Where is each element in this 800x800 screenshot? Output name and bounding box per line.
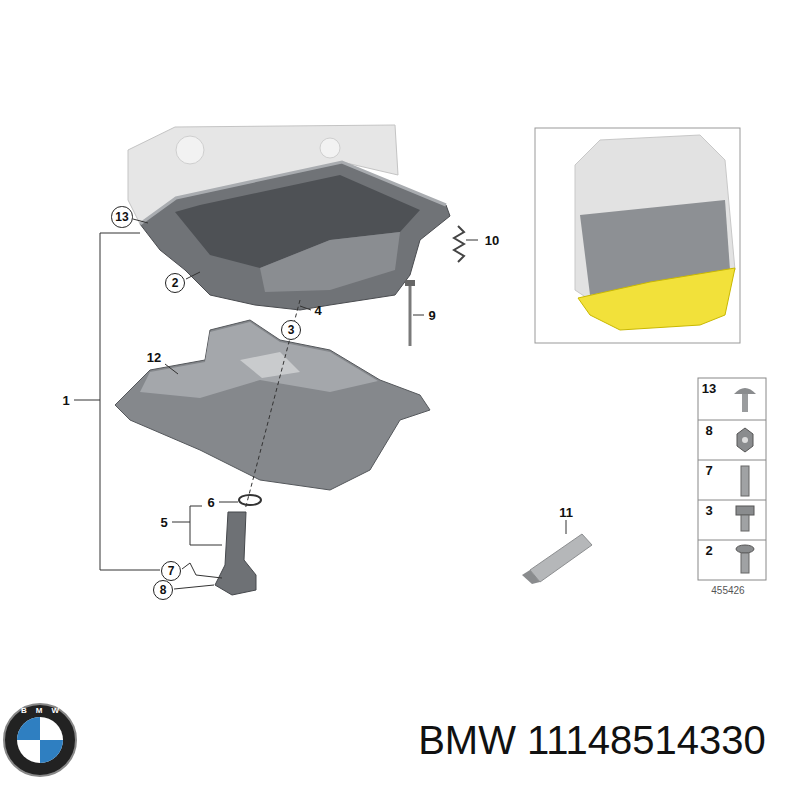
callout-circle: 7	[161, 561, 181, 581]
callout-number: 7	[168, 565, 175, 577]
callout-number: 13	[115, 211, 128, 223]
engine-detail	[320, 138, 340, 158]
callout-circle: 8	[153, 580, 173, 600]
callout-number: 3	[705, 504, 712, 517]
leader-line	[172, 506, 202, 522]
leader-line	[174, 585, 214, 589]
callout-number: 8	[705, 424, 712, 437]
oil-pan-flange	[140, 162, 446, 224]
callout-number: 12	[147, 351, 161, 364]
leader-line	[219, 502, 238, 503]
leader-line	[466, 240, 478, 241]
plug-icon	[736, 506, 754, 515]
sealant-nozzle	[522, 570, 540, 584]
callout-number: 8	[160, 584, 167, 596]
inset-frame	[535, 128, 740, 343]
callout-number: 2	[172, 277, 179, 289]
leader-line	[190, 522, 222, 545]
bolt-head	[405, 280, 415, 286]
leader-line	[186, 272, 200, 279]
stud-icon	[741, 466, 749, 496]
table-rule	[698, 500, 766, 501]
logo-lettering: BMW	[12, 707, 68, 715]
callout-number: 10	[485, 234, 499, 247]
diagram-id: 455426	[711, 586, 744, 596]
leader-line	[413, 315, 424, 316]
dipstick-spring	[454, 226, 464, 262]
callout-number: 2	[705, 544, 712, 557]
nut-icon	[742, 437, 748, 443]
oil-level-sensor	[215, 512, 256, 595]
nut-icon	[737, 428, 753, 452]
clip-icon	[734, 388, 756, 394]
callout-circle: 2	[165, 273, 185, 293]
oil-pan	[140, 162, 450, 310]
clip-icon	[742, 394, 748, 412]
callout-number: 11	[559, 506, 573, 519]
leader-line	[133, 219, 148, 223]
leader-line	[182, 563, 222, 578]
callout-number: 4	[314, 304, 321, 317]
callout-circle: 3	[281, 320, 301, 340]
table-rule	[698, 420, 766, 421]
table-rule	[698, 540, 766, 541]
callout-number: 6	[207, 496, 214, 509]
callout-circle: 13	[111, 206, 132, 227]
leader-line	[566, 520, 567, 534]
callout-number: 7	[705, 464, 712, 477]
brand-logo	[17, 717, 40, 740]
inset-oil-pan	[578, 268, 735, 330]
leader-line	[300, 306, 311, 310]
callout-number: 3	[288, 324, 295, 336]
bolt-icon	[736, 545, 754, 553]
callout-number: 9	[428, 309, 435, 322]
bolt-icon	[741, 553, 749, 573]
brand-logo	[17, 717, 63, 763]
callout-number: 5	[160, 516, 167, 529]
leader-line	[165, 364, 178, 374]
engine-detail	[176, 136, 204, 164]
plug-icon	[741, 515, 749, 531]
sealing-ring	[239, 495, 261, 505]
callout-number: 13	[702, 382, 716, 395]
brand-logo	[4, 704, 76, 776]
leader-line	[74, 400, 100, 401]
shield-opening	[240, 352, 300, 378]
bolt-shaft	[409, 286, 412, 346]
parts-table	[698, 378, 766, 580]
brand-logo	[40, 740, 63, 763]
sealant-tube	[530, 534, 592, 582]
callout-number: 1	[62, 394, 69, 407]
table-rule	[698, 460, 766, 461]
assembly-line	[245, 300, 300, 510]
part-number: BMW 11148514330	[418, 720, 766, 760]
oil-pan-wall	[260, 232, 400, 292]
group-bracket	[100, 233, 160, 570]
shield-top-face	[140, 322, 378, 398]
